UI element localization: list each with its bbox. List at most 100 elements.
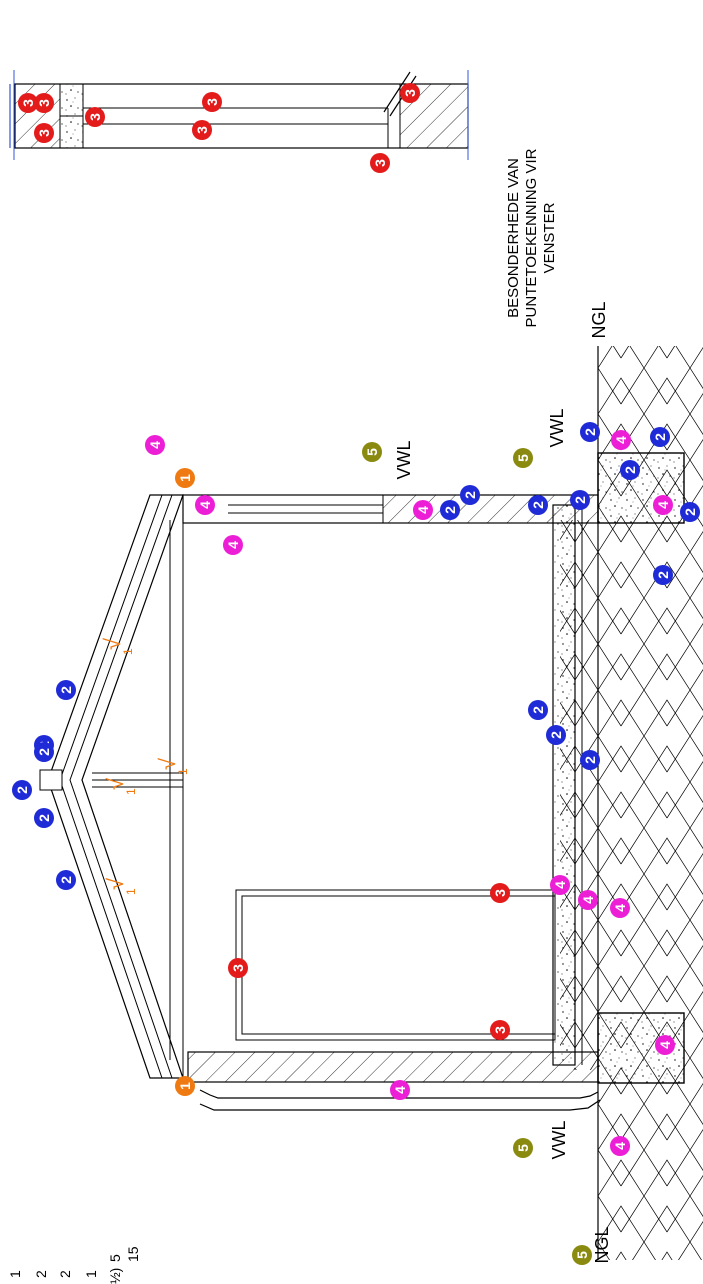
marker-circle <box>34 123 54 143</box>
check-tick-2-num: 1 <box>176 768 190 775</box>
marker-circle <box>34 742 54 762</box>
caption-line-3: VENSTER <box>541 202 558 273</box>
marker-circle <box>56 870 76 890</box>
marker-circle <box>490 1020 510 1040</box>
marker-found-4b: 4 <box>653 495 673 515</box>
marker-circle <box>85 107 105 127</box>
ngl-label-bottom: NGL <box>592 1226 612 1263</box>
check-tick-4: √ <box>103 877 128 890</box>
marker-number: 2 <box>530 706 546 714</box>
marker-circle <box>528 700 548 720</box>
marker-found-4a: 4 <box>611 430 631 450</box>
marker-circle <box>572 1245 592 1265</box>
check-tick-4-num: 1 <box>124 888 138 895</box>
marker-number: 2 <box>582 428 598 436</box>
check-tick-1: √ <box>100 637 125 650</box>
marker-circle <box>440 500 460 520</box>
marker-number: 4 <box>655 501 671 509</box>
marker-door-3c: 3 <box>490 1020 510 1040</box>
marker-win-3g: 3 <box>370 153 390 173</box>
marker-circle <box>202 92 222 112</box>
marker-number: 3 <box>492 1026 508 1034</box>
marker-number: 2 <box>462 491 478 499</box>
marker-win-3e: 3 <box>192 120 212 140</box>
marker-number: 3 <box>204 98 220 106</box>
marker-found-2e: 2 <box>653 565 673 585</box>
marker-top-4d: 4 <box>413 500 433 520</box>
marker-number: 4 <box>225 541 241 549</box>
marker-number: 2 <box>36 748 52 756</box>
marker-number: 5 <box>574 1251 590 1259</box>
window-detail <box>9 70 469 160</box>
marker-bot-vwl-5: 5 <box>513 1138 533 1158</box>
marker-circle <box>34 93 54 113</box>
marker-circle <box>56 680 76 700</box>
marker-circle <box>513 1138 533 1158</box>
marker-circle <box>370 153 390 173</box>
check-tick-3-num: 1 <box>124 788 138 795</box>
corner-fragments: 1 2 2 1 5 ½) 15 <box>7 1246 141 1284</box>
marker-circle <box>653 565 673 585</box>
marker-number: 4 <box>197 501 213 509</box>
marker-win-3b: 3 <box>34 123 54 143</box>
marker-win-3a: 3 <box>34 93 54 113</box>
marker-number: 3 <box>36 99 52 107</box>
marker-circle <box>580 422 600 442</box>
marker-circle <box>195 495 215 515</box>
marker-layer: 3333333341444552222242242222222222233344… <box>12 83 700 1265</box>
marker-circle <box>192 120 212 140</box>
marker-number: 3 <box>20 99 36 107</box>
marker-number: 4 <box>612 904 628 912</box>
marker-circle <box>680 502 700 522</box>
marker-number: 2 <box>682 508 698 516</box>
marker-slab-2a: 2 <box>528 700 548 720</box>
marker-found-2b: 2 <box>650 427 670 447</box>
marker-roof-2b: 2 <box>56 870 76 890</box>
marker-wall-2c: 2 <box>528 495 548 515</box>
marker-circle <box>18 93 38 113</box>
marker-number: 3 <box>194 126 210 134</box>
marker-found-2d: 2 <box>680 502 700 522</box>
marker-circle <box>611 430 631 450</box>
corner-fragment-1: 1 <box>7 1270 23 1278</box>
marker-number: 4 <box>392 1086 408 1094</box>
marker-circle <box>546 725 566 745</box>
marker-number: 3 <box>230 964 246 972</box>
marker-number: 4 <box>147 441 163 449</box>
marker-number: 2 <box>530 501 546 509</box>
marker-number: 4 <box>552 881 568 889</box>
marker-number: 2 <box>58 876 74 884</box>
check-tick-1-num: 1 <box>121 648 135 655</box>
marker-top-vwl-5: 5 <box>362 442 382 462</box>
caption-line-2: PUNTETOEKENNING VIR <box>523 148 540 327</box>
marker-number: 1 <box>177 1082 193 1090</box>
marker-circle <box>460 485 480 505</box>
corner-fragment-2: 2 <box>33 1270 49 1278</box>
marker-circle <box>362 442 382 462</box>
marker-number: 2 <box>58 686 74 694</box>
marker-number: 1 <box>177 474 193 482</box>
marker-circle <box>528 495 548 515</box>
marker-number: 2 <box>442 506 458 514</box>
marker-number: 2 <box>36 814 52 822</box>
marker-number: 2 <box>652 433 668 441</box>
marker-number: 2 <box>622 466 638 474</box>
marker-circle <box>228 958 248 978</box>
marker-circle <box>12 780 32 800</box>
marker-number: 3 <box>492 889 508 897</box>
marker-circle <box>413 500 433 520</box>
marker-number: 4 <box>657 1041 673 1049</box>
caption-line-1: BESONDERHEDE VAN <box>505 158 522 318</box>
marker-found-2c: 2 <box>620 460 640 480</box>
marker-bot-1: 1 <box>175 1076 195 1096</box>
marker-slab-2b: 2 <box>546 725 566 745</box>
marker-number: 3 <box>372 159 388 167</box>
marker-number: 3 <box>36 129 52 137</box>
marker-wall-2b: 2 <box>460 485 480 505</box>
marker-ridge-2c: 2 <box>34 808 54 828</box>
marker-circle <box>145 435 165 455</box>
check-tick-3: √ <box>103 777 128 790</box>
marker-circle <box>620 460 640 480</box>
marker-number: 5 <box>515 454 531 462</box>
marker-circle <box>653 495 673 515</box>
